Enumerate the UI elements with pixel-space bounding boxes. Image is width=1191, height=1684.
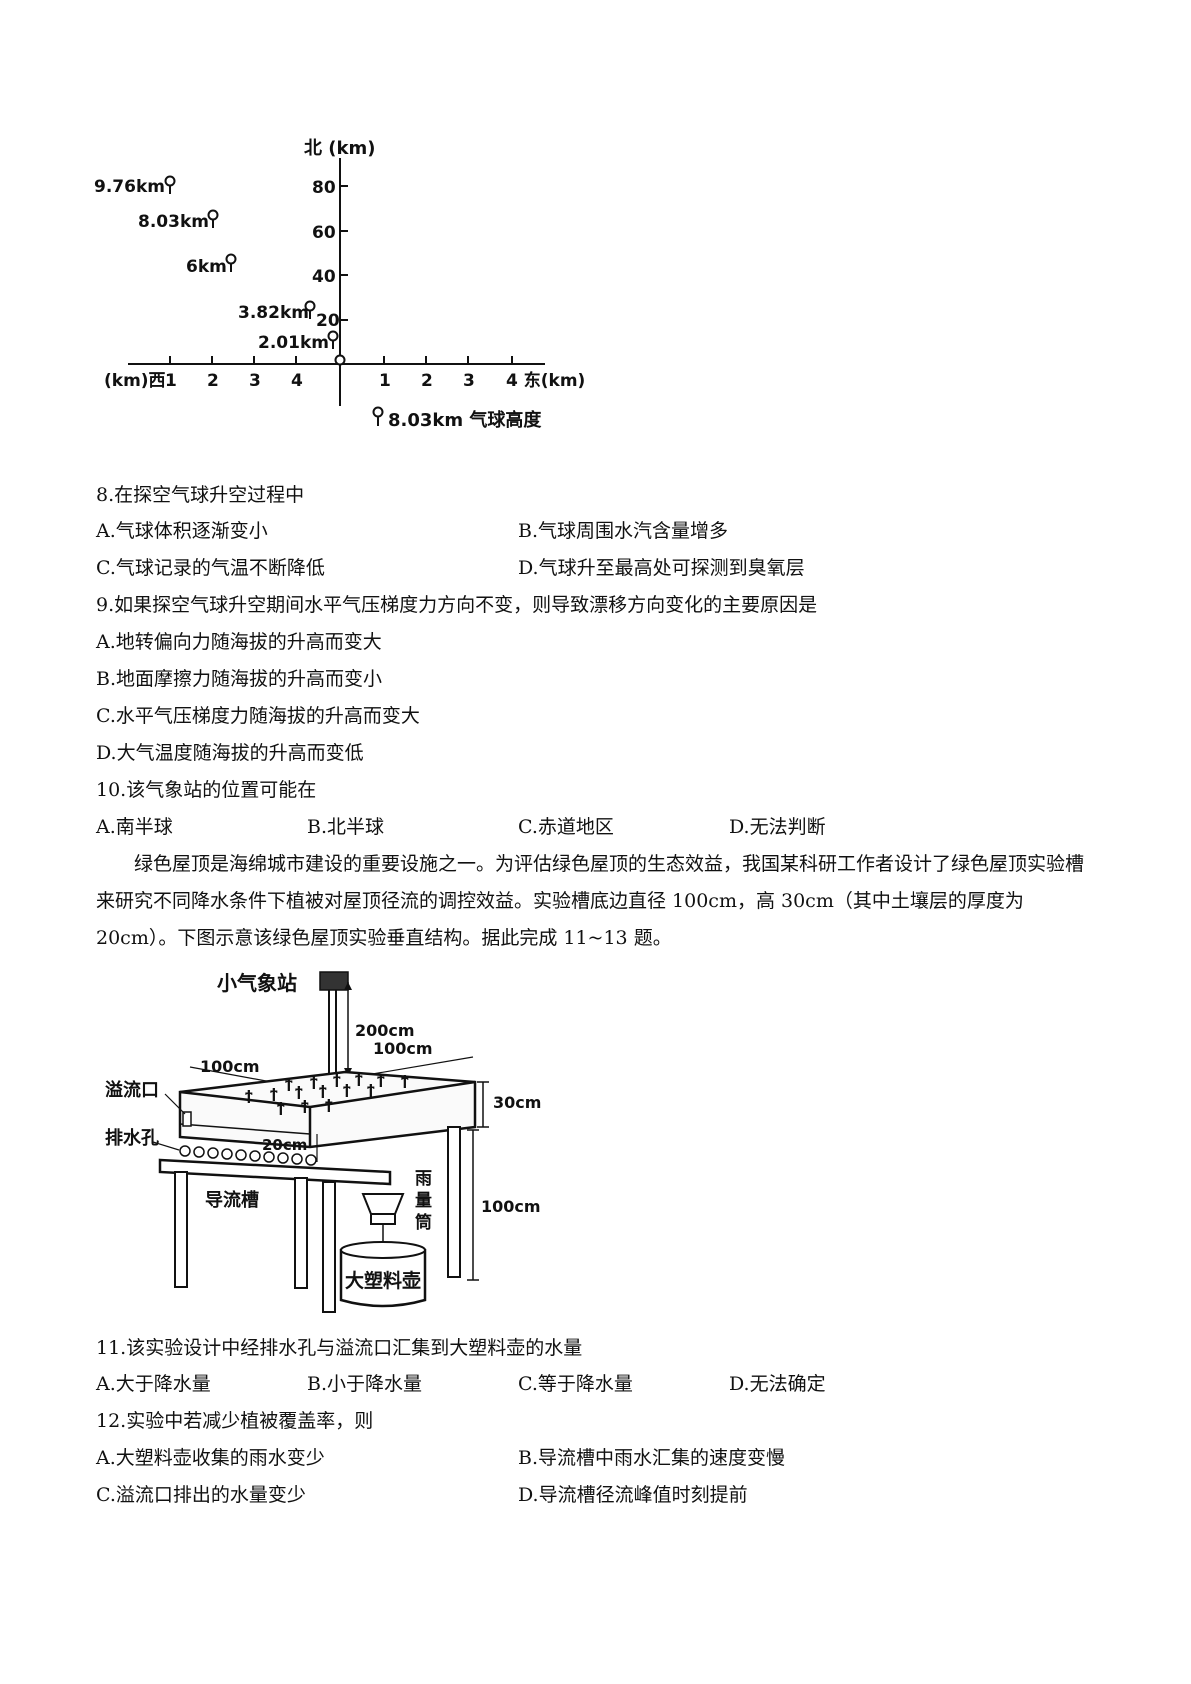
table-legs bbox=[174, 1126, 461, 1313]
gutter bbox=[158, 1158, 392, 1186]
east-axis-label: 4 东(km) bbox=[506, 370, 585, 391]
question-11-option-b: B.小于降水量 bbox=[307, 1373, 423, 1395]
question-10-option-d: D.无法判断 bbox=[729, 816, 826, 838]
balloon-marker: 6km bbox=[186, 253, 237, 277]
svg-text:ϯ: ϯ bbox=[295, 1085, 303, 1100]
question-8-option-b: B.气球周围水汽含量增多 bbox=[518, 520, 729, 542]
question-12-option-a: A.大塑料壶收集的雨水变少 bbox=[96, 1447, 325, 1469]
question-12-stem: 12.实验中若减少植被覆盖率，则 bbox=[96, 1410, 374, 1432]
svg-text:ϯ: ϯ bbox=[301, 1099, 309, 1114]
svg-text:ϯ: ϯ bbox=[277, 1101, 285, 1116]
svg-text:6km: 6km bbox=[186, 257, 227, 277]
width-100-left-label: 100cm bbox=[200, 1057, 260, 1076]
y-tick-label: 40 bbox=[312, 267, 336, 287]
rain-gauge-label: 雨 bbox=[415, 1169, 432, 1189]
width-100-right-label: 100cm bbox=[373, 1039, 433, 1058]
svg-text:ϯ: ϯ bbox=[355, 1072, 363, 1087]
station-origin-marker bbox=[334, 354, 346, 366]
balloon-marker: 3.82km bbox=[238, 300, 316, 323]
svg-text:ϯ: ϯ bbox=[401, 1074, 409, 1089]
balloon-marker: 9.76km bbox=[94, 175, 176, 197]
question-9-option-b: B.地面摩擦力随海拔的升高而变小 bbox=[96, 668, 383, 690]
weather-station-label: 小气象站 bbox=[217, 971, 297, 995]
question-11-option-a: A.大于降水量 bbox=[96, 1373, 211, 1395]
svg-text:3.82km: 3.82km bbox=[238, 303, 309, 323]
north-axis-label: 北 (km) bbox=[304, 138, 375, 159]
drain-hole-label: 排水孔 bbox=[105, 1127, 159, 1149]
x-tick-label: 3 bbox=[249, 371, 261, 391]
question-10-option-c: C.赤道地区 bbox=[518, 816, 614, 838]
question-9-option-a: A.地转偏向力随海拔的升高而变大 bbox=[96, 631, 382, 653]
plastic-jug-label: 大塑料壶 bbox=[345, 1269, 421, 1292]
x-tick-label: 1 bbox=[165, 371, 177, 391]
question-12-option-c: C.溢流口排出的水量变少 bbox=[96, 1484, 306, 1506]
y-tick-label: 80 bbox=[312, 178, 336, 198]
overflow-port-label: 溢流口 bbox=[105, 1079, 159, 1101]
passage-paragraph: 绿色屋顶是海绵城市建设的重要设施之一。为评估绿色屋顶的生态效益，我国某科研工作者… bbox=[96, 853, 1085, 949]
balloon-marker: 2.01km bbox=[258, 330, 339, 353]
rain-gauge-label: 量 bbox=[415, 1190, 432, 1211]
svg-text:ϯ: ϯ bbox=[325, 1098, 333, 1113]
rain-gauge-label: 筒 bbox=[415, 1212, 432, 1233]
height-100-label: 100cm bbox=[481, 1197, 541, 1216]
question-11-option-c: C.等于降水量 bbox=[518, 1373, 633, 1395]
svg-text:ϯ: ϯ bbox=[270, 1087, 278, 1102]
svg-text:ϯ: ϯ bbox=[285, 1077, 293, 1092]
west-axis-label: (km)西 bbox=[104, 371, 166, 391]
question-10-option-b: B.北半球 bbox=[307, 816, 385, 838]
x-tick-label: 2 bbox=[421, 371, 433, 391]
svg-text:ϯ: ϯ bbox=[377, 1073, 385, 1088]
svg-text:ϯ: ϯ bbox=[343, 1083, 351, 1098]
question-12-option-d: D.导流槽径流峰值时刻提前 bbox=[518, 1484, 748, 1506]
experiment-tray bbox=[178, 1070, 477, 1149]
svg-text:ϯ: ϯ bbox=[319, 1084, 327, 1099]
weather-station-box bbox=[319, 971, 349, 991]
question-9-option-d: D.大气温度随海拔的升高而变低 bbox=[96, 742, 364, 764]
question-10-option-a: A.南半球 bbox=[96, 816, 173, 838]
height-30-label: 30cm bbox=[493, 1093, 541, 1112]
svg-text:8.03km: 8.03km bbox=[138, 212, 209, 232]
question-8-stem: 8.在探空气球升空过程中 bbox=[96, 484, 305, 506]
question-9-option-c: C.水平气压梯度力随海拔的升高而变大 bbox=[96, 705, 420, 727]
balloon-marker: 8.03km bbox=[138, 209, 219, 232]
svg-text:ϯ: ϯ bbox=[367, 1083, 375, 1098]
rain-gauge bbox=[361, 1193, 405, 1215]
overflow-port bbox=[182, 1111, 192, 1127]
soil-depth-label: 20cm bbox=[262, 1136, 307, 1154]
svg-text:ϯ: ϯ bbox=[245, 1089, 253, 1104]
question-12-option-b: B.导流槽中雨水汇集的速度变慢 bbox=[518, 1447, 786, 1469]
svg-text:ϯ: ϯ bbox=[310, 1075, 318, 1090]
question-8-option-d: D.气球升至最高处可探测到臭氧层 bbox=[518, 557, 805, 579]
gutter-label: 导流槽 bbox=[205, 1189, 259, 1211]
x-tick-label: 1 bbox=[379, 371, 391, 391]
x-tick-label: 3 bbox=[463, 371, 475, 391]
question-9-stem: 9.如果探空气球升空期间水平气压梯度力方向不变，则导致漂移方向变化的主要原因是 bbox=[96, 594, 818, 616]
balloon-drift-figure: 北 (km) 80 60 40 20 (km)西 1 2 3 4 1 2 3 4… bbox=[90, 128, 610, 443]
question-11-option-d: D.无法确定 bbox=[729, 1373, 826, 1395]
svg-text:9.76km: 9.76km bbox=[94, 177, 165, 197]
question-11-stem: 11.该实验设计中经排水孔与溢流口汇集到大塑料壶的水量 bbox=[96, 1337, 583, 1359]
svg-text:8.03km 气球高度: 8.03km 气球高度 bbox=[388, 409, 542, 431]
svg-text:2.01km: 2.01km bbox=[258, 333, 329, 353]
y-tick-label: 20 bbox=[316, 311, 340, 331]
x-tick-label: 2 bbox=[207, 371, 219, 391]
question-8-option-a: A.气球体积逐渐变小 bbox=[96, 520, 268, 542]
svg-text:ϯ: ϯ bbox=[333, 1073, 341, 1088]
height-200-label: 200cm bbox=[355, 1021, 415, 1040]
legend: 8.03km 气球高度 bbox=[372, 406, 542, 431]
y-tick-label: 60 bbox=[312, 223, 336, 243]
drain-holes bbox=[179, 1145, 317, 1166]
question-10-stem: 10.该气象站的位置可能在 bbox=[96, 779, 317, 801]
question-8-option-c: C.气球记录的气温不断降低 bbox=[96, 557, 325, 579]
x-tick-label: 4 bbox=[291, 371, 303, 391]
